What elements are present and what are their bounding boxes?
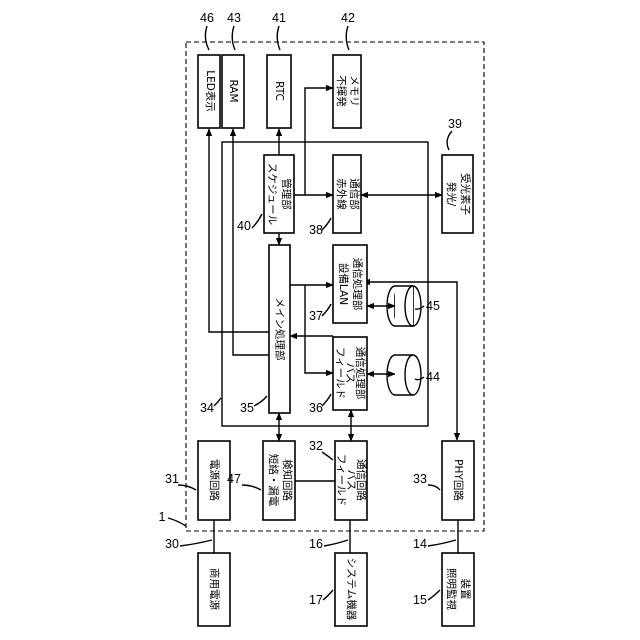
leader-47 xyxy=(242,485,261,490)
svg-text:LED表示: LED表示 xyxy=(204,70,217,112)
svg-text:短絡・漏電: 短絡・漏電 xyxy=(267,454,280,507)
infrared-comm-block: 赤外線 通信部 xyxy=(333,155,361,233)
power-circuit-block: 電源回路 xyxy=(198,441,230,520)
main-to-fieldbus-line xyxy=(305,285,333,373)
ref-1: 1 xyxy=(159,510,166,524)
ref-40: 40 xyxy=(237,219,251,233)
phy-circuit-block: PHY回路 xyxy=(442,441,474,520)
svg-text:メイン処理部: メイン処理部 xyxy=(274,298,287,361)
svg-text:通信部: 通信部 xyxy=(348,178,361,210)
fieldbus-comm-circuit-block: フィールド バス 通信回路 xyxy=(335,441,368,520)
leader-31 xyxy=(178,485,196,490)
svg-text:RAM: RAM xyxy=(227,79,239,102)
ref-42: 42 xyxy=(341,11,355,25)
leader-32 xyxy=(322,452,333,460)
ref-46: 46 xyxy=(200,11,214,25)
ref-38: 38 xyxy=(309,223,323,237)
commercial-power-block: 商用電源 xyxy=(198,553,230,626)
leader-40 xyxy=(252,214,262,228)
leader-35 xyxy=(254,396,267,406)
svg-text:電源回路: 電源回路 xyxy=(208,459,221,501)
svg-text:不揮発: 不揮発 xyxy=(335,75,348,107)
nonvolatile-memory-block: 不揮発 メモリ xyxy=(333,55,361,128)
svg-text:赤外線: 赤外線 xyxy=(335,178,348,210)
svg-text:照明監視: 照明監視 xyxy=(445,568,458,610)
leader-17 xyxy=(323,590,333,600)
svg-text:検知回路: 検知回路 xyxy=(281,459,294,501)
leader-16 xyxy=(324,540,348,546)
leader-43 xyxy=(232,26,235,50)
lan-processor-block: 設備LAN 通信処理部 xyxy=(333,245,367,323)
svg-text:発光/: 発光/ xyxy=(445,182,458,207)
leader-14 xyxy=(428,540,456,546)
ref-16: 16 xyxy=(309,537,323,551)
schedule-manager-block: スケジュール 管理部 xyxy=(264,155,294,233)
leader-45 xyxy=(415,306,424,309)
ref-47: 47 xyxy=(227,472,241,486)
ref-44: 44 xyxy=(426,370,440,384)
leader-42 xyxy=(346,26,349,50)
svg-text:商用電源: 商用電源 xyxy=(208,568,221,610)
rtc-block: RTC xyxy=(267,55,291,128)
ref-43: 43 xyxy=(227,11,241,25)
leader-41 xyxy=(277,26,280,50)
leader-44 xyxy=(415,377,424,380)
svg-text:通信処理部: 通信処理部 xyxy=(351,258,364,311)
ref-41: 41 xyxy=(272,11,286,25)
svg-text:設備LAN: 設備LAN xyxy=(337,263,350,305)
ref-15: 15 xyxy=(413,593,427,607)
fieldbus-database-icon xyxy=(387,355,421,395)
svg-text:受光素子: 受光素子 xyxy=(459,173,472,215)
ref-35: 35 xyxy=(240,401,254,415)
ref-31: 31 xyxy=(165,472,179,486)
ref-17: 17 xyxy=(309,593,323,607)
ref-32: 32 xyxy=(309,439,323,453)
leader-30 xyxy=(180,540,212,546)
svg-text:RTC: RTC xyxy=(273,81,285,101)
ref-33: 33 xyxy=(413,472,427,486)
svg-text:システム機器: システム機器 xyxy=(345,558,358,621)
ref-30: 30 xyxy=(165,537,179,551)
svg-text:メモリ: メモリ xyxy=(348,75,360,107)
ref-14: 14 xyxy=(413,537,427,551)
main-processor-block: メイン処理部 xyxy=(269,245,290,413)
fieldbus-processor-block: フィールド バス 通信処理部 xyxy=(333,337,367,410)
ref-36: 36 xyxy=(309,401,323,415)
leader-37 xyxy=(322,304,331,316)
svg-text:通信処理部: 通信処理部 xyxy=(354,347,367,400)
leader-1 xyxy=(168,518,186,526)
lighting-monitor-block: 照明監視 装置 xyxy=(442,553,474,626)
leader-33 xyxy=(428,485,440,490)
leader-39 xyxy=(447,131,452,150)
leader-36 xyxy=(322,394,331,406)
light-element-block: 発光/ 受光素子 xyxy=(442,155,473,233)
svg-text:PHY回路: PHY回路 xyxy=(452,459,465,501)
svg-text:管理部: 管理部 xyxy=(280,178,293,210)
ref-39: 39 xyxy=(448,117,462,131)
svg-text:通信回路: 通信回路 xyxy=(355,459,368,501)
leader-38 xyxy=(322,218,331,230)
led-display-block: LED表示 xyxy=(198,55,220,128)
leader-15 xyxy=(428,590,440,600)
leader-34 xyxy=(214,398,221,406)
ref-45: 45 xyxy=(426,299,440,313)
system-equipment-block: システム機器 xyxy=(335,553,367,626)
svg-text:装置: 装置 xyxy=(459,579,472,600)
ref-37: 37 xyxy=(309,309,323,323)
ref-34: 34 xyxy=(200,401,214,415)
svg-text:スケジュール: スケジュール xyxy=(266,163,278,225)
ram-block: RAM xyxy=(222,55,244,128)
leader-46 xyxy=(205,26,209,50)
short-leak-detector-block: 短絡・漏電 検知回路 xyxy=(263,441,295,520)
